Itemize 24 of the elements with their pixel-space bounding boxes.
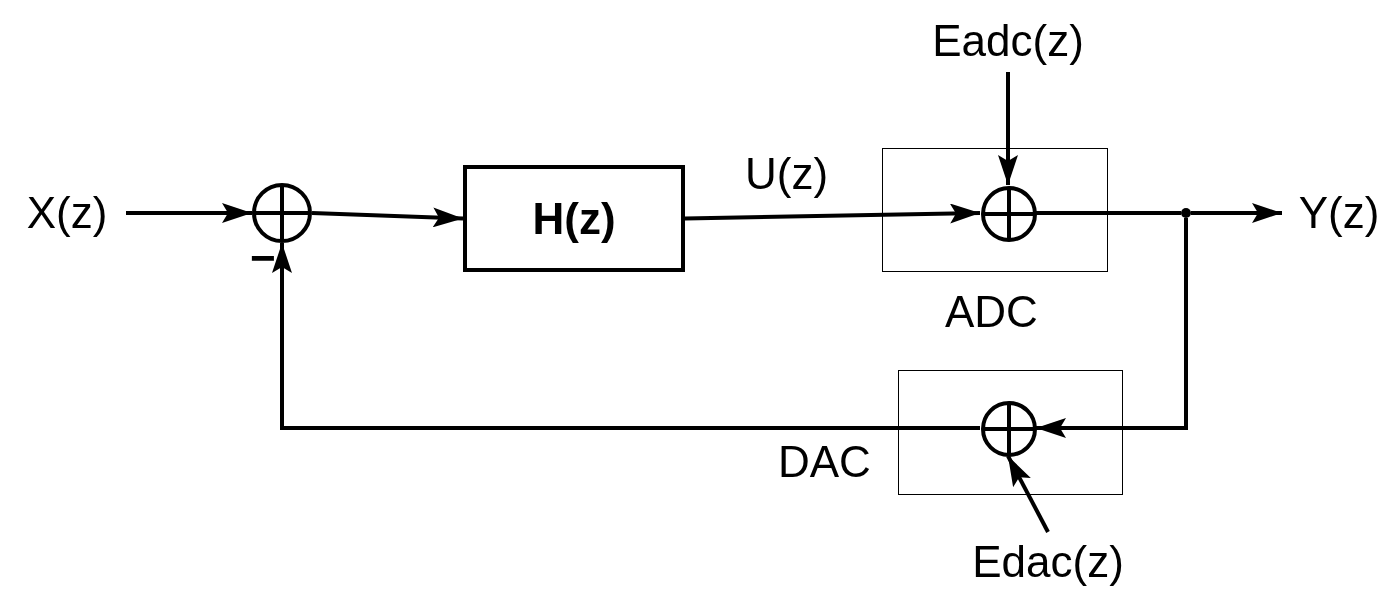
transfer-function-block: [463, 165, 685, 272]
signal-arrow: [1191, 203, 1282, 223]
signal-arrow: [1036, 218, 1188, 438]
minus-sign: −: [250, 236, 276, 280]
block-label: H(z): [532, 196, 616, 241]
signal-arrow: [311, 207, 464, 228]
signal-label: Eadc(z): [910, 10, 1106, 72]
summing-junction: [981, 186, 1037, 242]
junction-dot: [1181, 208, 1191, 218]
signal-label: Y(z): [1282, 188, 1396, 238]
signal-arrow: [998, 72, 1018, 185]
converter-box: [898, 370, 1123, 495]
block-caption: ADC: [945, 290, 1038, 334]
summing-junction: [981, 401, 1037, 457]
converter-box: [882, 148, 1108, 272]
signal-label: X(z): [8, 188, 126, 238]
signal-label: Edac(z): [950, 532, 1146, 592]
signal-arrow: [1006, 455, 1050, 533]
signal-arrow: [272, 243, 980, 430]
summing-junction: [252, 183, 312, 243]
signal-arrow: [126, 203, 252, 223]
block-caption: DAC: [778, 440, 871, 484]
signal-line: [1036, 211, 1181, 215]
signal-arrow: [684, 203, 981, 224]
